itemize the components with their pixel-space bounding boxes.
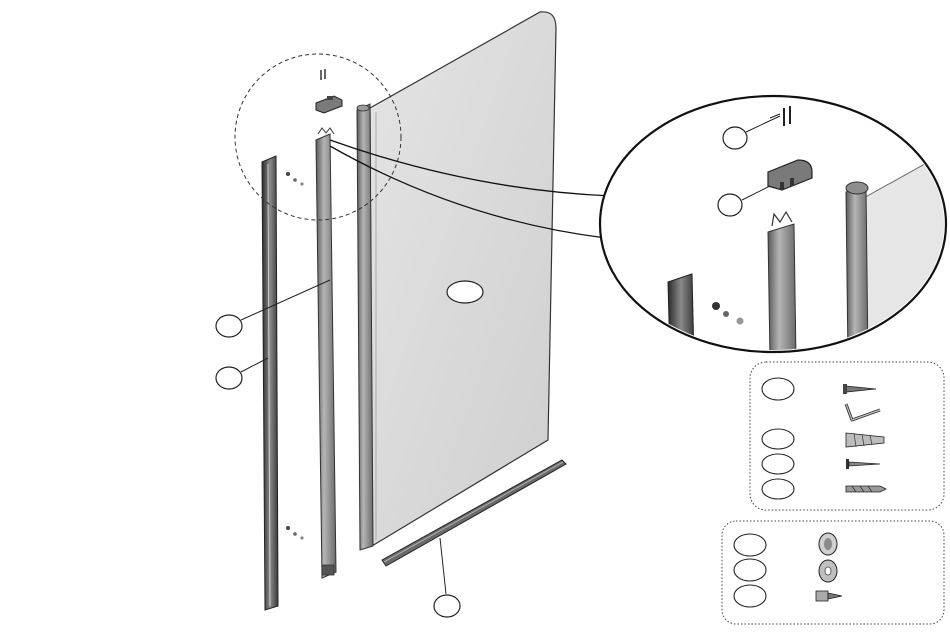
glass-panel [370,12,556,546]
hardware-box-1 [750,362,944,510]
callout-wall-profile [216,358,268,389]
callout-bottom-seal [434,538,460,617]
glass-edge-profile [357,104,373,550]
wall-profile [262,156,278,610]
washer-icon [819,560,837,582]
callout-glass-panel [447,281,483,303]
fixings-bottom [286,526,304,540]
fixings-top [286,172,304,186]
top-cap [316,96,342,113]
drill-bit-icon [846,486,886,492]
screws-pair [321,69,325,80]
detail-magnified-view [600,96,950,360]
cap-nut-icon [819,533,837,555]
hardware-box-2 [722,521,944,624]
adjustment-profile [316,128,336,578]
